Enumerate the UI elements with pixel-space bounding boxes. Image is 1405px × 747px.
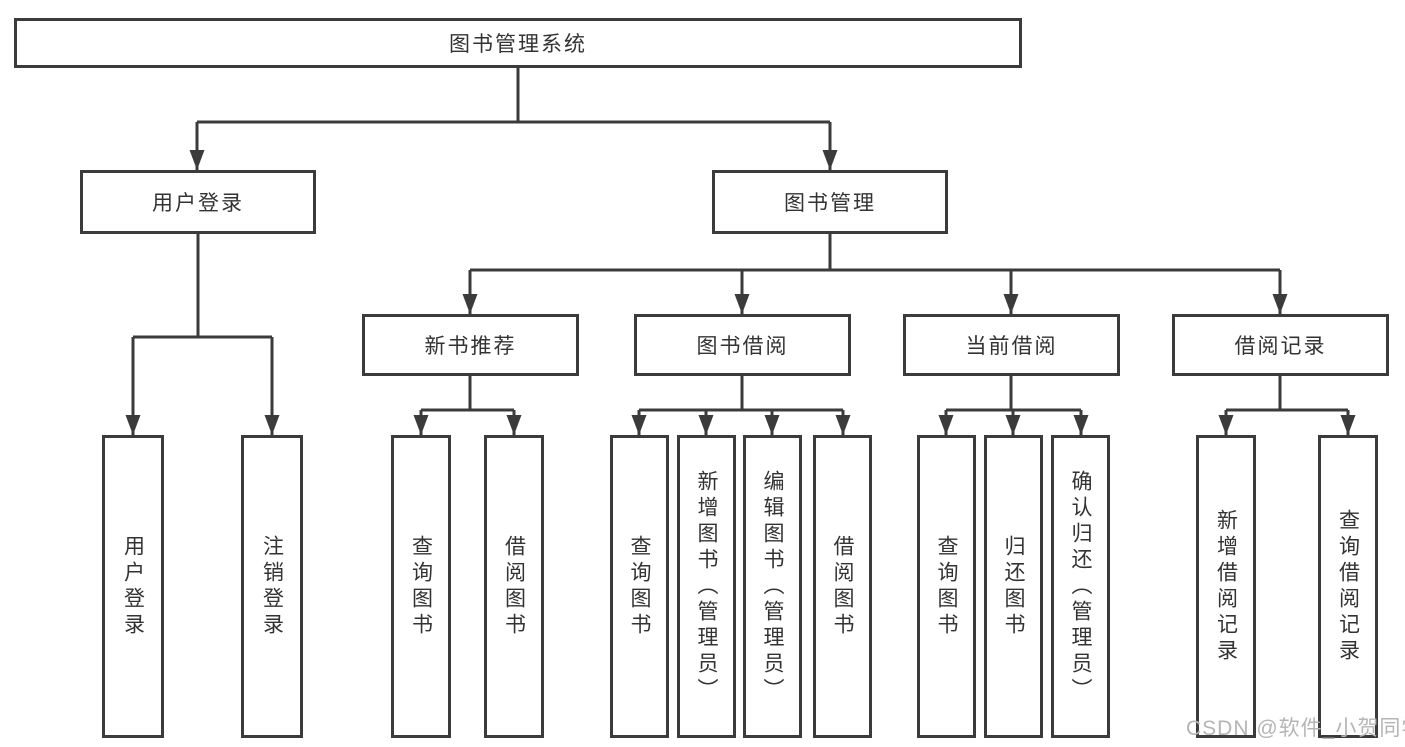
node-new-book-recommend: 新书推荐 — [362, 314, 579, 376]
leaf-borrow-books: 借阅图书 — [813, 435, 872, 738]
leaf-edit-book-admin: 编辑图书（管理员） — [743, 435, 802, 738]
node-book-borrowing: 图书借阅 — [634, 314, 851, 376]
leaf-query-borrow-record: 查询借阅记录 — [1318, 435, 1378, 738]
node-borrow-records: 借阅记录 — [1172, 314, 1389, 376]
leaf-confirm-return-admin: 确认归还（管理员） — [1051, 435, 1110, 738]
leaf-add-borrow-record: 新增借阅记录 — [1196, 435, 1256, 738]
leaf-borrow-books-recommend: 借阅图书 — [484, 435, 544, 738]
trunk-management-to-level3 — [470, 234, 1280, 272]
trunk-records-to-leaves — [1226, 376, 1348, 412]
leaf-query-books-recommend: 查询图书 — [391, 435, 451, 738]
node-book-management: 图书管理 — [712, 170, 948, 234]
leaf-query-books-current: 查询图书 — [917, 435, 976, 738]
trunk-login-to-leaves — [133, 234, 272, 339]
trunk-root-to-level2 — [197, 68, 830, 124]
node-current-borrowing: 当前借阅 — [903, 314, 1120, 376]
leaf-user-login: 用户登录 — [102, 435, 164, 738]
csdn-watermark: CSDN @软件_小贺同学 — [1186, 717, 1405, 740]
leaf-query-books-borrow: 查询图书 — [610, 435, 669, 738]
node-user-login: 用户登录 — [80, 170, 316, 234]
trunk-borrow-to-leaves — [639, 376, 843, 412]
connector-arrows — [125, 122, 1356, 435]
node-root-system: 图书管理系统 — [14, 18, 1022, 68]
leaf-return-books: 归还图书 — [984, 435, 1043, 738]
trunk-current-to-leaves — [946, 376, 1081, 412]
leaf-logout: 注销登录 — [241, 435, 303, 738]
leaf-add-book-admin: 新增图书（管理员） — [677, 435, 736, 738]
trunk-recommend-to-leaves — [421, 376, 514, 412]
